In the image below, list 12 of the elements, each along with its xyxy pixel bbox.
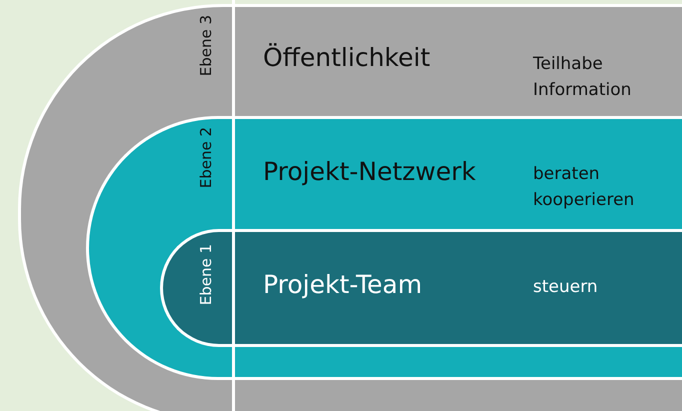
outer-layer-band [18,4,682,411]
level-label: Ebene 3 [197,15,215,76]
layer-title: Projekt-Team [263,270,422,299]
layer-activities: steuern [533,276,599,299]
layer-activities: Teilhabe Information [533,53,632,102]
layer-activities: beraten kooperieren [533,163,636,212]
inner-layer-band [160,229,682,347]
layer-title: Öffentlichkeit [263,43,430,72]
layer-title: Projekt-Netzwerk [263,157,476,186]
level-label: Ebene 1 [197,244,215,306]
level-label: Ebene 2 [197,127,215,188]
middle-layer-band [86,116,682,380]
